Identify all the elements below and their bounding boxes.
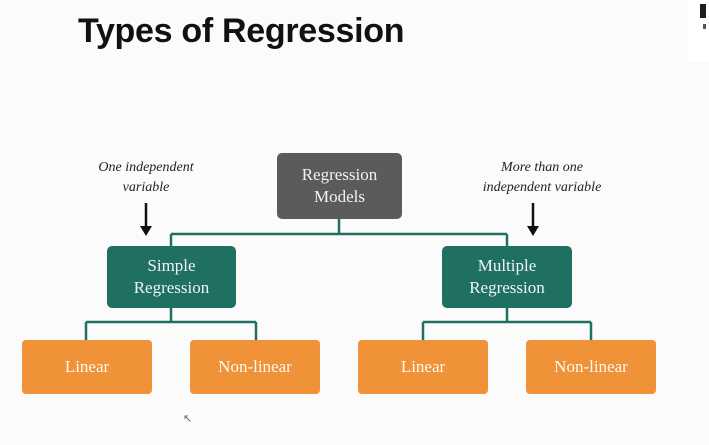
annotation-left-line2: variable: [122, 180, 170, 195]
node-simple-linear: Linear: [22, 340, 152, 394]
annotation-one-independent: One independent variable: [82, 158, 210, 198]
annotation-right-line1: More than one: [501, 160, 583, 175]
edge-mark-small: [703, 24, 706, 29]
node-multiple-nonlinear: Non-linear: [526, 340, 656, 394]
node-simple-nonlinear: Non-linear: [190, 340, 320, 394]
annotation-left-line1: One independent: [98, 160, 194, 175]
arrow-down-icon-left: [140, 203, 152, 236]
arrow-down-icon-right: [527, 203, 539, 236]
edge-mark: [700, 4, 706, 18]
node-regression-models: Regression Models: [277, 153, 402, 219]
node-multiple-linear: Linear: [358, 340, 488, 394]
slide-title: Types of Regression: [78, 12, 405, 50]
annotation-right-line2: independent variable: [482, 180, 602, 195]
node-multiple-regression: Multiple Regression: [442, 246, 572, 308]
mouse-cursor-icon: ↖: [183, 412, 193, 425]
annotation-more-than-one: More than one independent variable: [462, 158, 622, 198]
node-simple-regression: Simple Regression: [107, 246, 236, 308]
